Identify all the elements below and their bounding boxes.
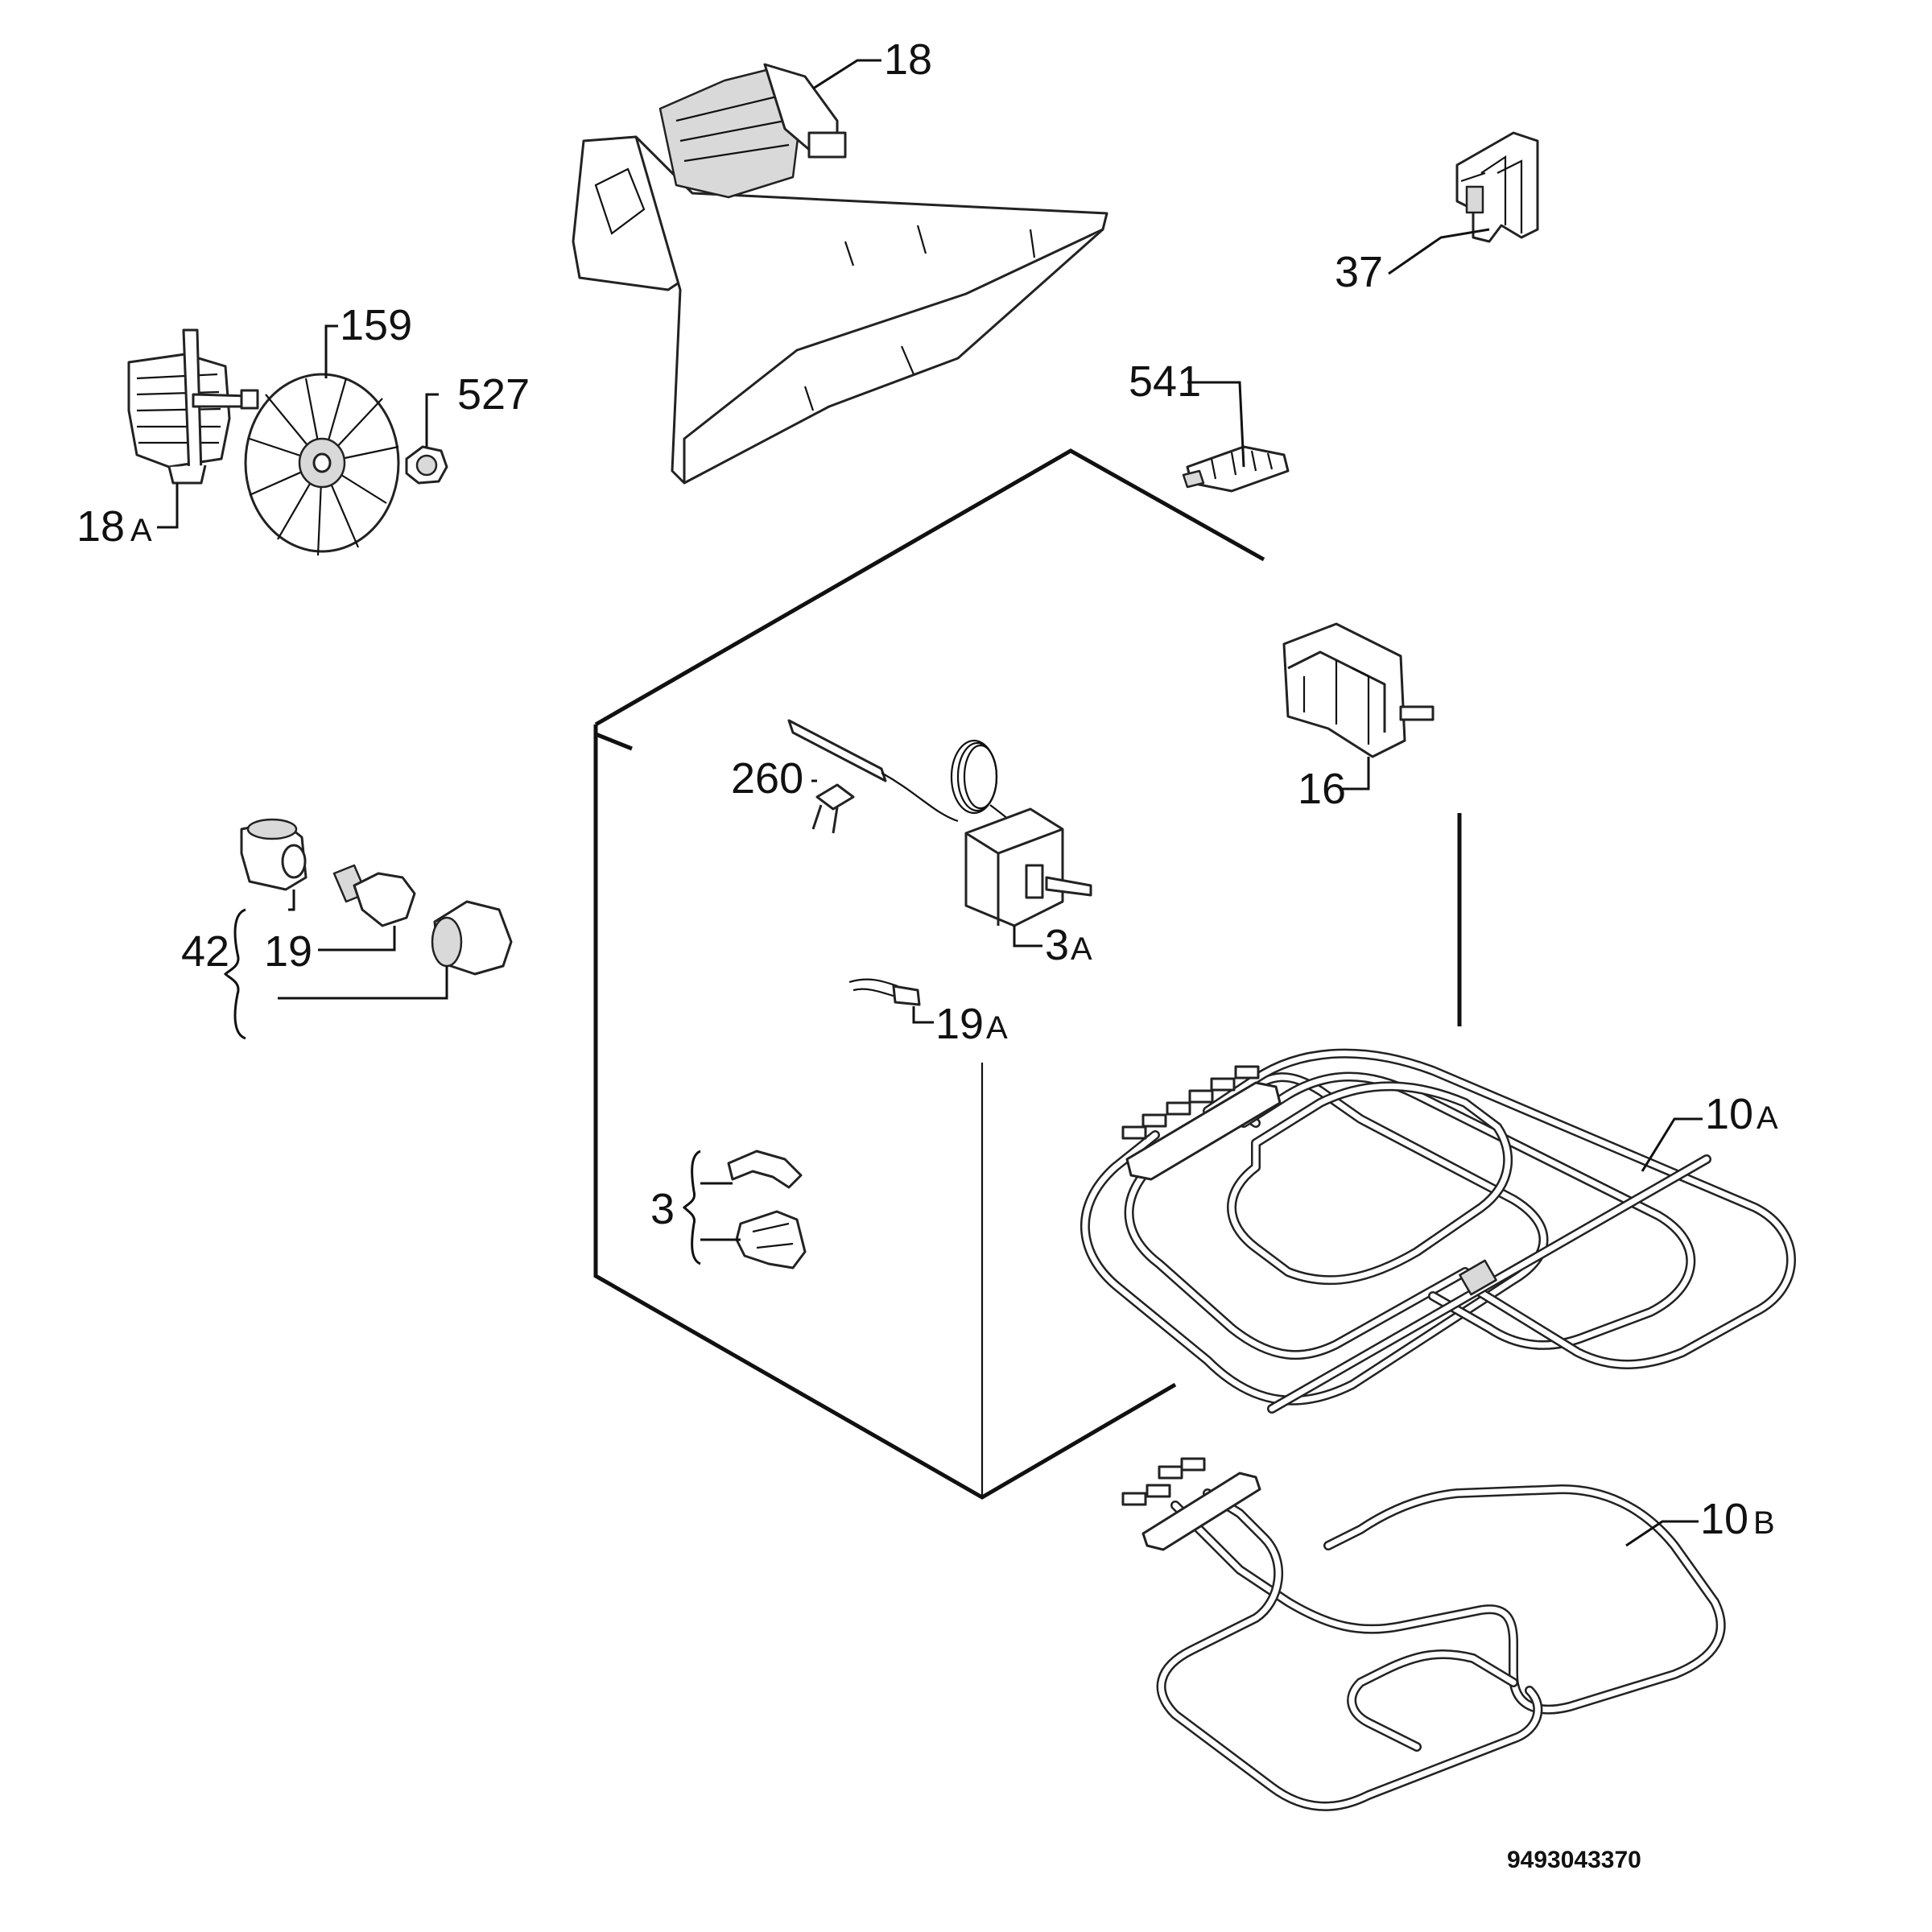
label-part-19a-suffix: A: [986, 1010, 1008, 1046]
grill-heating-element-part: [1080, 1048, 1796, 1414]
leader-lines: [157, 59, 1703, 1547]
clip-part: [811, 783, 855, 834]
label-part-10a: 10: [1705, 1090, 1753, 1138]
label-part-3a: 3: [1045, 921, 1069, 969]
label-part-260: 260: [731, 754, 803, 803]
label-part-10a-suffix: A: [1757, 1100, 1778, 1136]
label-part-3a-suffix: A: [1071, 931, 1092, 967]
thermostat-part: [787, 719, 1092, 927]
clip-pair-part: [727, 1150, 807, 1269]
label-part-18a: 18: [76, 502, 125, 551]
label-part-19a: 19: [935, 1000, 984, 1048]
label-part-159: 159: [340, 301, 412, 349]
bottom-heating-element-part: [1121, 1457, 1726, 1811]
terminal-block-part: [1182, 445, 1290, 493]
label-part-19: 19: [264, 927, 312, 976]
oven-cavity-outline: [593, 448, 1462, 1500]
label-part-541: 541: [1129, 357, 1201, 406]
fan-duct-part: [572, 63, 1108, 485]
label-part-37: 37: [1335, 248, 1383, 296]
part-labels: 18 37 159 527 18 A 541 16 260 3 A 42 19 …: [76, 35, 1778, 1873]
label-part-18a-suffix: A: [130, 513, 152, 548]
label-part-3: 3: [650, 1185, 675, 1233]
label-part-10b: 10: [1700, 1495, 1748, 1543]
drawing-code: 9493043370: [1507, 1847, 1641, 1873]
label-part-527: 527: [457, 370, 530, 419]
label-part-16: 16: [1298, 765, 1346, 813]
lamp-wire-part: [848, 978, 921, 1006]
selector-switch-part: [1282, 622, 1435, 758]
label-part-18: 18: [884, 35, 932, 84]
label-part-10b-suffix: B: [1753, 1505, 1775, 1541]
connector-block-part: [1455, 131, 1539, 243]
fan-motor-part: [127, 328, 259, 485]
label-part-42: 42: [181, 927, 229, 976]
fan-blade-part: [244, 373, 400, 556]
lamp-assembly-part: [240, 818, 513, 976]
nut-part: [405, 445, 448, 485]
